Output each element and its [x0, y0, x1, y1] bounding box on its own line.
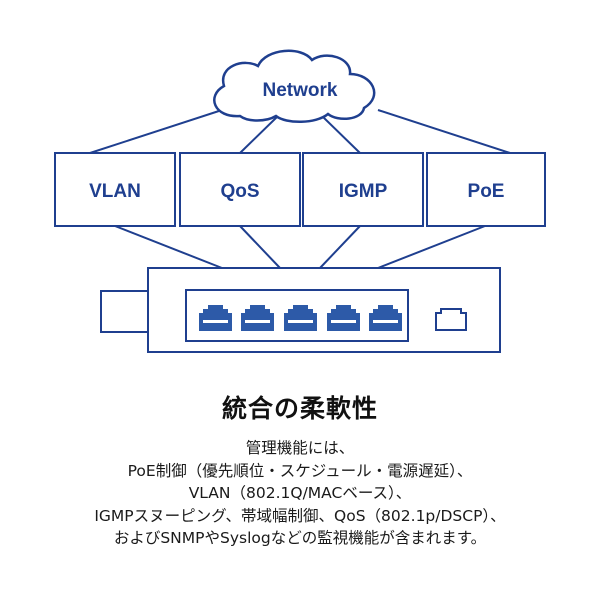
ethernet-port-icon	[284, 305, 317, 331]
feature-label-vlan: VLAN	[89, 181, 141, 202]
feature-box-igmp: IGMP	[302, 152, 424, 227]
description-line: 管理機能には、	[245, 439, 355, 457]
connector-line	[321, 115, 361, 154]
ethernet-port-icon	[241, 305, 274, 331]
ethernet-port-icon	[369, 305, 402, 331]
port-pins	[203, 320, 398, 323]
description-line: およびSNMPやSyslogなどの監視機能が含まれます。	[113, 529, 487, 547]
connector-line	[319, 225, 361, 269]
switch-connectors	[114, 225, 486, 269]
feature-box-qos: QoS	[179, 152, 301, 227]
uplink-port-icon	[435, 308, 467, 331]
feature-label-qos: QoS	[220, 181, 259, 202]
connector-line	[239, 225, 281, 269]
power-adapter	[100, 290, 149, 333]
description-line: VLAN（802.1Q/MACベース）、	[188, 484, 412, 502]
feature-label-igmp: IGMP	[339, 181, 388, 202]
cloud-connectors	[89, 109, 511, 154]
feature-label-poe: PoE	[468, 181, 505, 202]
ethernet-ports	[199, 305, 402, 331]
description-line: PoE制御（優先順位・スケジュール・電源遅延）、	[127, 461, 473, 480]
section-heading: 統合の柔軟性	[221, 394, 378, 423]
network-label: Network	[263, 80, 338, 101]
description: 管理機能には、 PoE制御（優先順位・スケジュール・電源遅延）、 VLAN（80…	[0, 437, 600, 550]
network-cloud: Network	[213, 49, 376, 123]
feature-box-vlan: VLAN	[54, 152, 176, 227]
connector-line	[89, 109, 223, 154]
connector-line	[239, 115, 279, 154]
switch-device	[100, 267, 501, 353]
description-line: IGMPスヌーピング、帯域幅制御、QoS（802.1p/DSCP）、	[94, 506, 506, 525]
feature-box-poe: PoE	[426, 152, 546, 227]
connector-line	[377, 109, 511, 154]
connector-line	[377, 225, 486, 269]
network-diagram: Network VLAN QoS IGMP PoE	[54, 49, 546, 353]
connector-line	[114, 225, 223, 269]
ethernet-port-icon	[199, 305, 232, 331]
ethernet-port-icon	[327, 305, 360, 331]
